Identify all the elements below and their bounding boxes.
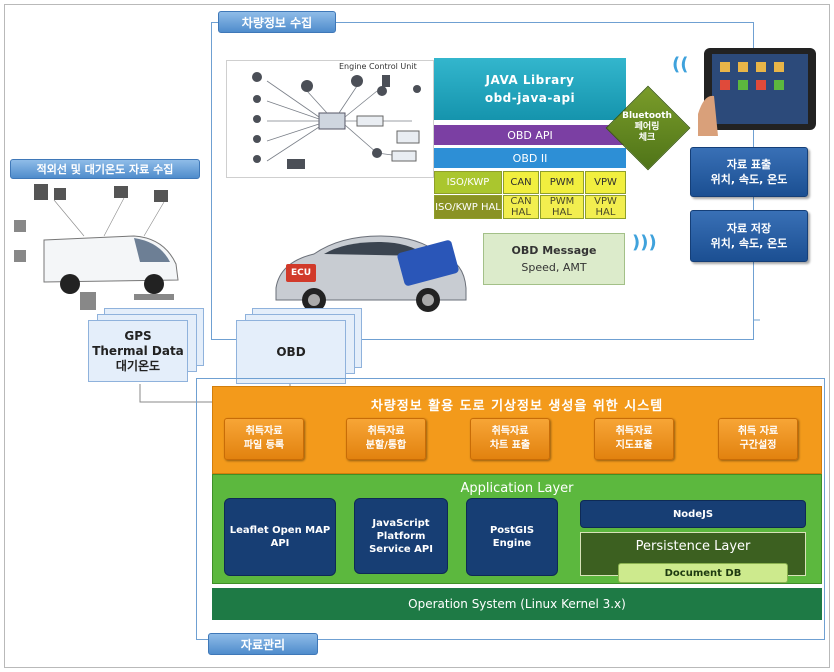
function-label-line2: 차트 표출	[489, 440, 531, 451]
javascript-line3: Service API	[369, 543, 433, 555]
javascript-line2: Platform	[376, 530, 426, 542]
gps-label: GPS	[124, 328, 152, 343]
data-management-title: 자료관리	[208, 633, 318, 655]
bluetooth-check-label: 체크	[638, 132, 656, 143]
vehicle-collection-title: 차량정보 수집	[218, 11, 336, 33]
document-db-box: Document DB	[618, 563, 788, 583]
protocol-iso-kwp: ISO/KWP	[434, 171, 502, 194]
function-label-line2: 분할/통합	[365, 440, 407, 451]
obd-message-subtitle: Speed, AMT	[521, 261, 587, 274]
data-display-title: 자료 표출	[726, 158, 772, 171]
java-library-box: JAVA Library obd-java-api	[434, 58, 626, 120]
bluetooth-label: Bluetooth	[622, 110, 672, 121]
van-sensor-illustration	[14, 180, 194, 320]
function-label-line2: 구간설정	[739, 440, 777, 451]
function-map-display: 취득자료 지도표출	[594, 418, 674, 460]
tablet-wireless-icon: ((	[672, 54, 689, 75]
data-storage-box: 자료 저장 위치, 속도, 온도	[690, 210, 808, 262]
protocol-pwm-hal: PWM HAL	[540, 195, 584, 219]
ecu-title: Engine Control Unit	[339, 62, 417, 71]
postgis-line1: PostGIS	[489, 525, 535, 536]
function-label-line2: 지도표출	[615, 440, 653, 451]
obd-message-title: OBD Message	[511, 244, 597, 257]
car-illustration	[270, 226, 470, 314]
bluetooth-pairing-check: Bluetooth 페어링 체크	[602, 82, 692, 172]
air-temperature-label: 대기온도	[115, 358, 161, 373]
function-section-setting: 취득 자료 구간설정	[718, 418, 798, 460]
ir-collection-title: 적외선 및 대기온도 자료 수집	[10, 159, 200, 179]
application-layer-title: Application Layer	[460, 481, 574, 496]
postgis-engine-box: PostGIS Engine	[466, 498, 558, 576]
protocol-can-hal: CAN HAL	[503, 195, 539, 219]
postgis-line2: Engine	[492, 538, 532, 549]
data-display-subtitle: 위치, 속도, 온도	[710, 173, 788, 186]
data-storage-title: 자료 저장	[726, 222, 772, 235]
ecu-badge: ECU	[286, 264, 316, 282]
obd-api-layer: OBD API	[434, 125, 626, 145]
protocol-pwm: PWM	[540, 171, 584, 194]
persistence-layer-title: Persistence Layer	[635, 539, 751, 554]
function-label-line1: 취득자료	[491, 426, 529, 437]
function-label-line1: 취득자료	[367, 426, 405, 437]
obd-doc-label: OBD	[276, 344, 306, 359]
bluetooth-pairing-label: 페어링	[634, 121, 660, 132]
system-title: 차량정보 활용 도로 기상정보 생성을 위한 시스템	[370, 399, 664, 414]
operation-system-bar: Operation System (Linux Kernel 3.x)	[212, 588, 822, 620]
function-split-merge: 취득자료 분할/통합	[346, 418, 426, 460]
javascript-line1: JavaScript	[372, 517, 430, 529]
obd-ii-layer: OBD II	[434, 148, 626, 168]
function-label-line2: 파일 등록	[243, 440, 285, 451]
javascript-api-box: JavaScript Platform Service API	[354, 498, 448, 574]
obd-message-box: OBD Message Speed, AMT	[483, 233, 625, 285]
tablet-illustration	[698, 44, 822, 136]
function-label-line1: 취득자료	[615, 426, 653, 437]
leaflet-api-box: Leaflet Open MAP API	[224, 498, 336, 576]
function-label-line1: 취득자료	[245, 426, 283, 437]
function-label-line1: 취득 자료	[737, 426, 779, 437]
system-frame	[196, 378, 825, 640]
java-library-title: JAVA Library	[485, 73, 575, 87]
protocol-vpw-hal: VPW HAL	[585, 195, 626, 219]
leaflet-line1: Leaflet Open MAP	[229, 525, 331, 536]
function-file-register: 취득자료 파일 등록	[224, 418, 304, 460]
thermal-data-label: Thermal Data	[92, 343, 184, 358]
obd-wireless-icon: )))	[632, 232, 657, 253]
obd-doc: OBD	[236, 320, 346, 384]
protocol-vpw: VPW	[585, 171, 626, 194]
gps-thermal-doc: GPS Thermal Data 대기온도	[88, 320, 188, 382]
protocol-iso-kwp-hal: ISO/KWP HAL	[434, 195, 502, 219]
nodejs-box: NodeJS	[580, 500, 806, 528]
data-storage-subtitle: 위치, 속도, 온도	[710, 237, 788, 250]
leaflet-line2: API	[270, 538, 290, 549]
ecu-wiring-illustration	[252, 72, 421, 169]
ecu-diagram: Engine Control Unit	[226, 60, 434, 178]
data-display-box: 자료 표출 위치, 속도, 온도	[690, 147, 808, 197]
protocol-can: CAN	[503, 171, 539, 194]
java-library-name: obd-java-api	[484, 91, 576, 105]
function-chart-display: 취득자료 차트 표출	[470, 418, 550, 460]
